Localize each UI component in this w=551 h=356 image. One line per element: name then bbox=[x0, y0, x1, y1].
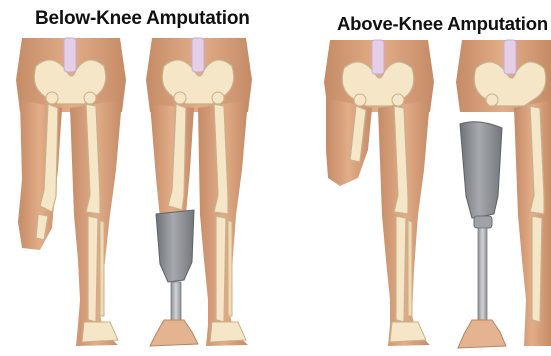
prosthetic-socket bbox=[460, 122, 502, 218]
foot-bones bbox=[210, 322, 246, 342]
figure-below-knee-residual bbox=[16, 38, 126, 346]
prosthetic-pylon bbox=[171, 282, 181, 320]
prosthetic-foot bbox=[150, 320, 198, 346]
figure-above-knee-prosthesis bbox=[456, 40, 551, 348]
tibia-bone bbox=[396, 216, 406, 322]
tibia-bone bbox=[532, 216, 542, 322]
foot-bones bbox=[82, 322, 118, 342]
tibia-bone bbox=[88, 216, 98, 322]
prosthetic-foot bbox=[458, 320, 506, 348]
tibia-bone bbox=[216, 216, 226, 322]
foot-bones bbox=[390, 322, 426, 342]
prosthetic-pylon bbox=[478, 228, 487, 320]
figure-below-knee-prosthesis bbox=[146, 38, 252, 346]
prosthetic-knee bbox=[474, 216, 492, 228]
figure-above-knee-residual bbox=[324, 40, 434, 346]
prosthetic-socket bbox=[156, 210, 194, 282]
